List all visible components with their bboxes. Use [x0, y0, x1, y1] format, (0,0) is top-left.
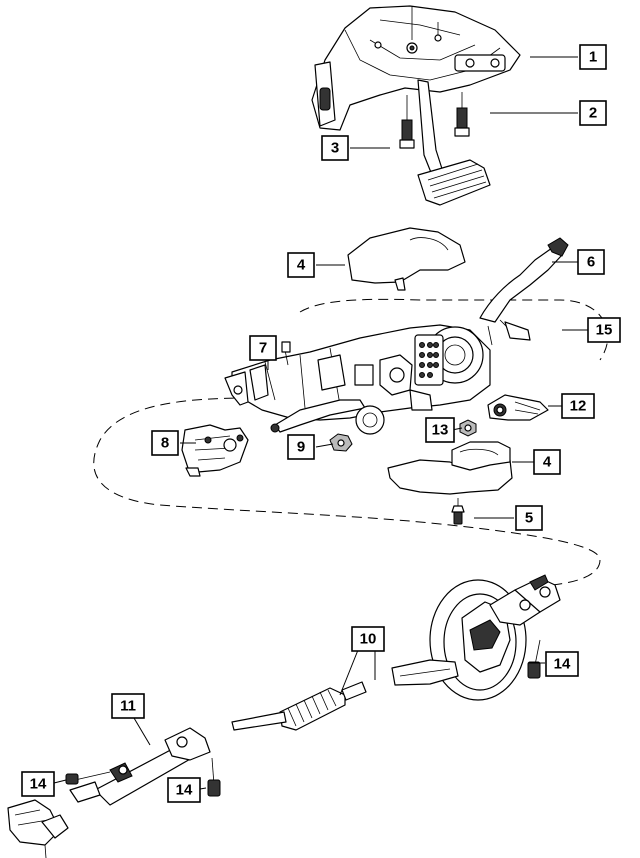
callout-3-label: 3	[331, 140, 339, 157]
brake-pedal	[417, 79, 491, 206]
callout-4-upper: 4	[287, 252, 315, 278]
brake-pedal-bracket	[311, 5, 521, 131]
callout-12: 12	[561, 393, 595, 419]
callout-14-right-label: 14	[554, 656, 571, 673]
nut-13	[459, 419, 477, 437]
callout-13: 13	[425, 417, 455, 443]
callout-12-label: 12	[570, 398, 587, 415]
callout-1-label: 1	[589, 49, 597, 66]
callout-8-label: 8	[161, 435, 169, 452]
callout-4-upper-label: 4	[297, 257, 306, 274]
callout-14-center-label: 14	[176, 782, 193, 799]
callout-10: 10	[351, 626, 385, 652]
nut-9	[329, 433, 353, 452]
intermediate-shaft	[231, 659, 459, 731]
main-routing-loop	[93, 397, 601, 587]
callout-6: 6	[577, 249, 605, 275]
multifunction-switch	[479, 237, 569, 346]
callout-10-label: 10	[360, 631, 377, 648]
bolt-14-right	[527, 639, 541, 679]
switch-module	[414, 334, 444, 386]
component-12-switch	[487, 394, 549, 421]
component-8-bracket	[181, 424, 249, 477]
callout-4-lower: 4	[533, 449, 561, 475]
steering-coupler-assembly	[429, 574, 561, 701]
callout-7: 7	[249, 335, 277, 361]
callout-11-label: 11	[120, 698, 136, 715]
steering-gear-stub	[7, 799, 69, 858]
callout-14-center: 14	[167, 777, 201, 803]
pedal-bolts	[399, 92, 470, 149]
callout-9: 9	[287, 434, 315, 460]
callout-13-label: 13	[432, 422, 449, 439]
callout-14-right: 14	[545, 651, 579, 677]
callout-11: 11	[111, 693, 145, 719]
callout-7-label: 7	[259, 340, 267, 357]
steering-column-assembly	[224, 324, 491, 435]
callout-1: 1	[579, 44, 607, 70]
callout-9-label: 9	[297, 439, 305, 456]
callout-5: 5	[515, 505, 543, 531]
callout-2: 2	[579, 100, 607, 126]
callout-2-label: 2	[589, 105, 597, 122]
callout-6-label: 6	[587, 254, 595, 271]
callout-8: 8	[151, 430, 179, 456]
callout-15: 15	[587, 317, 621, 343]
callout-4-lower-label: 4	[543, 454, 552, 471]
lower-shroud	[387, 441, 513, 495]
callout-14-left: 14	[21, 771, 55, 797]
bolt-14-left	[65, 771, 111, 785]
bolt-14-center	[207, 757, 221, 797]
callout-5-label: 5	[525, 510, 533, 527]
callout-3: 3	[321, 135, 349, 161]
callout-14-left-label: 14	[30, 776, 47, 793]
callout-15-label: 15	[596, 322, 613, 339]
shroud-screw	[451, 498, 465, 525]
upper-shroud	[347, 227, 466, 291]
lower-u-joint	[69, 727, 211, 806]
